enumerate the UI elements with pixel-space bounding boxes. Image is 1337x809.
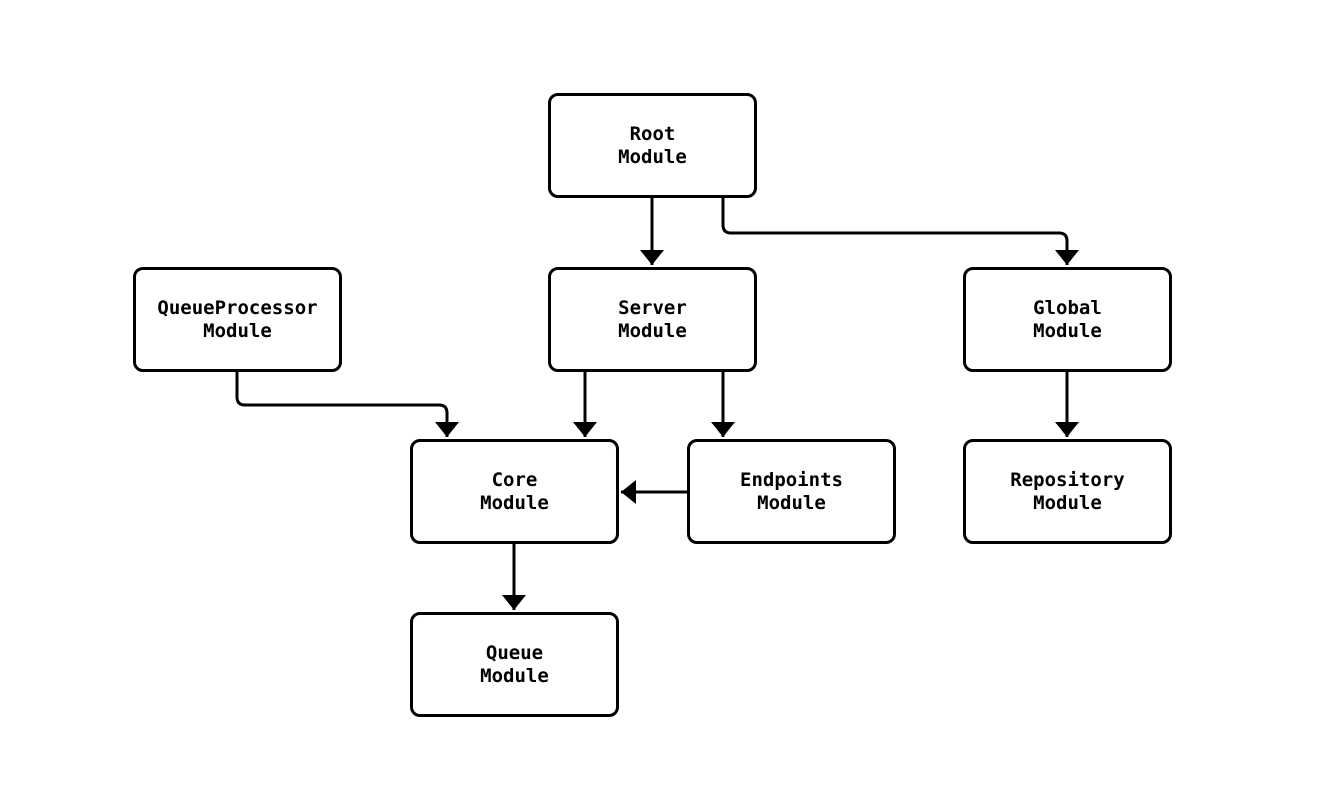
node-repository-module-label: Repository Module <box>1010 468 1125 514</box>
node-queue-module: Queue Module <box>410 612 619 717</box>
node-global-module-label: Global Module <box>1033 296 1102 342</box>
node-queueprocessor-module: QueueProcessor Module <box>133 267 342 372</box>
edge-queueprocessor-to-core <box>235 372 459 437</box>
node-global-module: Global Module <box>963 267 1172 372</box>
node-root-module-label: Root Module <box>618 122 687 168</box>
node-core-module: Core Module <box>410 439 619 544</box>
node-server-module: Server Module <box>548 267 757 372</box>
node-queue-module-label: Queue Module <box>480 641 549 687</box>
node-endpoints-module-label: Endpoints Module <box>740 468 843 514</box>
node-queueprocessor-module-label: QueueProcessor Module <box>157 296 318 342</box>
node-core-module-label: Core Module <box>480 468 549 514</box>
node-root-module: Root Module <box>548 93 757 198</box>
node-endpoints-module: Endpoints Module <box>687 439 896 544</box>
edge-root-to-global <box>721 198 1079 265</box>
node-server-module-label: Server Module <box>618 296 687 342</box>
node-repository-module: Repository Module <box>963 439 1172 544</box>
